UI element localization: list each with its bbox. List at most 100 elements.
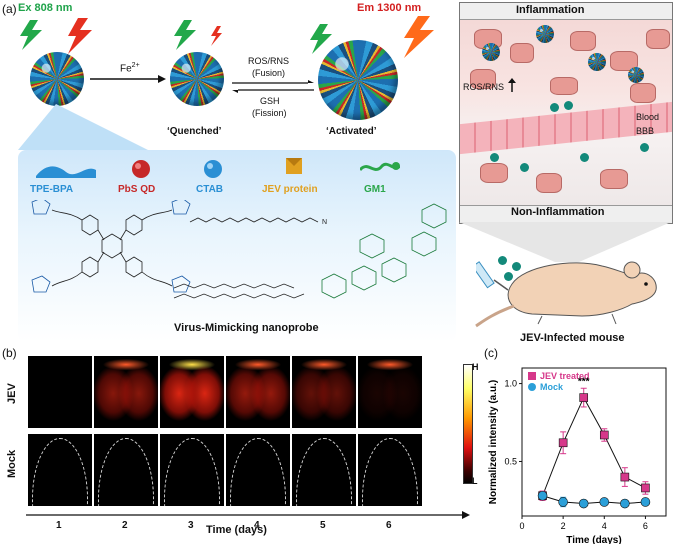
teal-particle: [504, 272, 513, 281]
series-line: [542, 495, 646, 505]
component-ctab: CTAB: [196, 184, 224, 195]
x-tick-label: 0: [519, 521, 524, 531]
fe-label: Fe2+: [120, 62, 140, 75]
x-tick-label: 6: [643, 521, 648, 531]
quenched-label: ‘Quenched’: [167, 126, 222, 137]
teal-particle: [564, 101, 573, 110]
teal-particle: [520, 163, 529, 172]
fission-label: (Fission): [252, 108, 287, 118]
jev-protein-icon: [286, 158, 302, 174]
y-tick-label: 0.5: [504, 456, 517, 466]
mouse-label: JEV-Infected mouse: [520, 332, 625, 344]
data-point-circle: [640, 497, 651, 507]
mock-brain-image: [160, 434, 224, 506]
panel-c-letter: (c): [484, 346, 498, 360]
jev-brain-image: [292, 356, 356, 428]
day-label: 6: [386, 520, 392, 531]
component-tpe-bpa: TPE-BPA: [30, 184, 74, 195]
nanoprobe-sphere: [588, 53, 606, 71]
mock-brain-image: [226, 434, 290, 506]
day-label: 4: [254, 520, 260, 531]
chemical-structures: N: [31, 200, 447, 299]
fluorescence-glow: [160, 356, 224, 428]
skull-outline: [362, 438, 418, 506]
nanoprobe-sphere: [628, 67, 644, 83]
activated-label: ‘Activated’: [326, 126, 377, 137]
day-label: 3: [188, 520, 194, 531]
mouse-illustration: [475, 261, 657, 328]
green-lightning-icon: [20, 20, 42, 50]
zoom-cone: [459, 222, 671, 262]
cell: [570, 31, 596, 51]
nanoprobe-sphere-activated: [318, 40, 398, 120]
teal-particle: [498, 256, 507, 265]
legend-marker: [528, 372, 536, 380]
non-inflammation-footer: [460, 205, 672, 223]
data-point-square: [579, 393, 589, 402]
cell: [630, 83, 656, 103]
mock-brain-image: [292, 434, 356, 506]
day-label: 2: [122, 520, 128, 531]
legend-label: Mock: [540, 382, 564, 392]
bbb-label: BBB: [636, 126, 655, 136]
jev-brain-image: [28, 356, 92, 428]
fusion-label: (Fusion): [252, 68, 286, 78]
x-tick-label: 2: [561, 521, 566, 531]
ros-arrow-label: ROS/RNS: [463, 82, 505, 92]
component-structures-box: [18, 150, 456, 342]
green-lightning-icon: [310, 24, 332, 54]
pbs-qd-icon: [132, 160, 150, 178]
jev-brain-image: [226, 356, 290, 428]
mock-brain-image: [94, 434, 158, 506]
legend-label: JEV treated: [540, 371, 590, 381]
x-axis-label: Time (days): [566, 535, 621, 544]
fe-arrow: [90, 75, 166, 83]
cell: [600, 169, 628, 189]
panel-a-letter: (a): [2, 2, 17, 16]
cell: [610, 51, 638, 71]
teal-particle: [512, 262, 521, 271]
colorbar-high-label: H: [472, 362, 479, 372]
green-lightning-icon: [174, 20, 196, 50]
skull-outline: [296, 438, 352, 506]
teal-particle: [550, 103, 559, 112]
day-label: 1: [56, 520, 62, 531]
emission-label: Em 1300 nm: [357, 2, 422, 14]
data-point-circle: [537, 490, 548, 501]
fluorescence-glow: [226, 356, 290, 428]
nanoprobe-sphere: [482, 43, 500, 61]
nanoprobe-sphere-quenched: [170, 52, 224, 106]
teal-particle: [490, 153, 499, 162]
skull-outline: [98, 438, 154, 506]
small-red-lightning-icon: [211, 26, 222, 46]
row-label-mock: Mock: [6, 449, 18, 478]
data-point-square: [599, 430, 609, 440]
component-pbs-qd: PbS QD: [118, 184, 156, 195]
up-arrow-icon: [508, 78, 516, 92]
legend-marker: [528, 383, 536, 391]
component-gm1: GM1: [364, 184, 386, 195]
gsh-label: GSH: [260, 96, 280, 106]
y-axis-label: Normalized intensity (a.u.): [488, 380, 499, 504]
colorbar-low-label: L: [472, 476, 478, 486]
equilibrium-arrows: [232, 80, 314, 93]
cell: [536, 173, 562, 193]
large-red-lightning-icon: [404, 16, 434, 58]
ros-rns-label: ROS/RNS: [248, 56, 290, 66]
colorbar: [463, 364, 473, 484]
y-tick-label: 1.0: [504, 379, 517, 389]
series-line: [542, 396, 646, 496]
cell: [550, 77, 578, 95]
component-jev-protein: JEV protein: [262, 184, 318, 195]
teal-particle: [640, 143, 649, 152]
cell: [470, 69, 496, 89]
blood-label: Blood: [636, 112, 660, 122]
data-point-circle: [578, 498, 589, 509]
data-point-circle: [558, 497, 568, 507]
jev-brain-image: [160, 356, 224, 428]
fluorescence-glow: [292, 356, 356, 428]
skull-outline: [32, 438, 88, 506]
data-point-circle: [620, 498, 630, 509]
skull-outline: [230, 438, 286, 506]
